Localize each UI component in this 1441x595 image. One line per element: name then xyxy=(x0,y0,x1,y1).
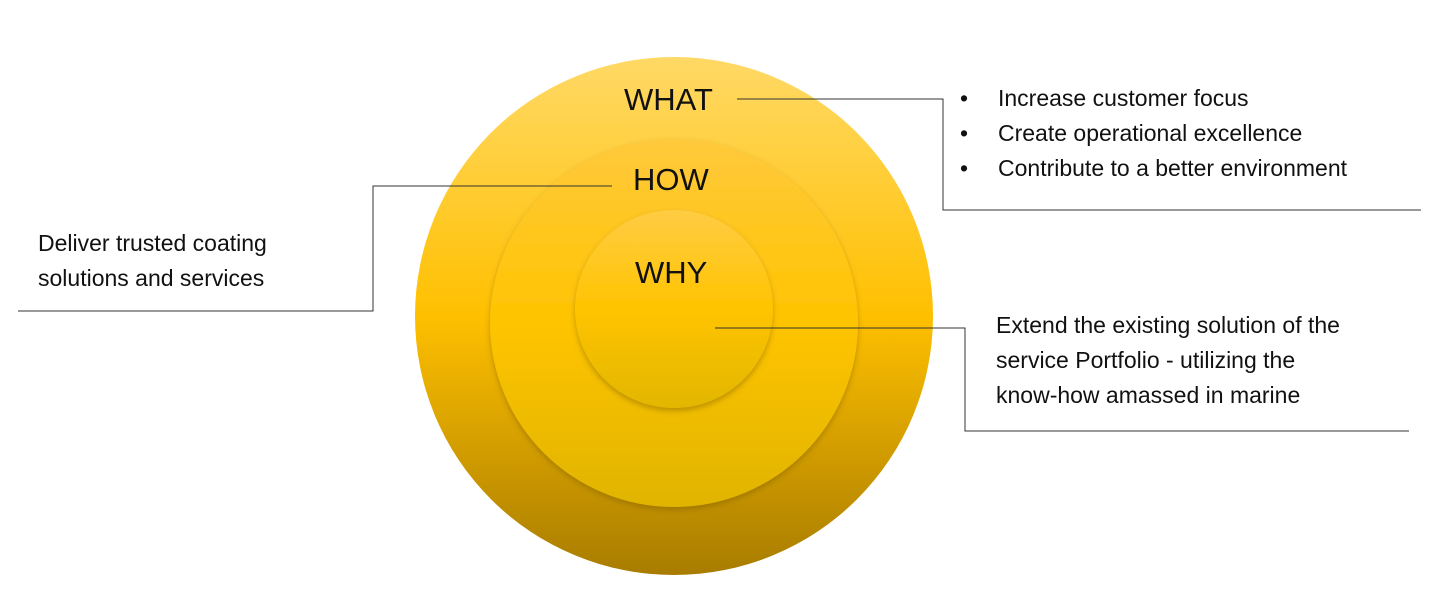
how-description: Deliver trusted coating solutions and se… xyxy=(38,226,267,296)
why-connector-line xyxy=(715,327,1409,432)
what-connector-line xyxy=(737,98,1421,211)
how-text-line: solutions and services xyxy=(38,265,265,291)
how-label: HOW xyxy=(633,162,709,197)
what-list: Increase customer focus Create operation… xyxy=(958,81,1347,186)
how-connector-line xyxy=(18,185,612,312)
what-item: Contribute to a better environment xyxy=(958,151,1347,186)
what-item: Create operational excellence xyxy=(958,116,1347,151)
inner-circle-why xyxy=(575,210,773,408)
what-item: Increase customer focus xyxy=(958,81,1347,116)
why-text-line: know-how amassed in marine xyxy=(996,382,1301,408)
how-text-line: Deliver trusted coating xyxy=(38,230,267,256)
why-text-line: service Portfolio - utilizing the xyxy=(996,347,1296,373)
why-text-line: Extend the existing solution of the xyxy=(996,312,1340,338)
why-description: Extend the existing solution of the serv… xyxy=(996,308,1401,413)
what-label: WHAT xyxy=(624,82,713,117)
why-label: WHY xyxy=(635,255,708,290)
